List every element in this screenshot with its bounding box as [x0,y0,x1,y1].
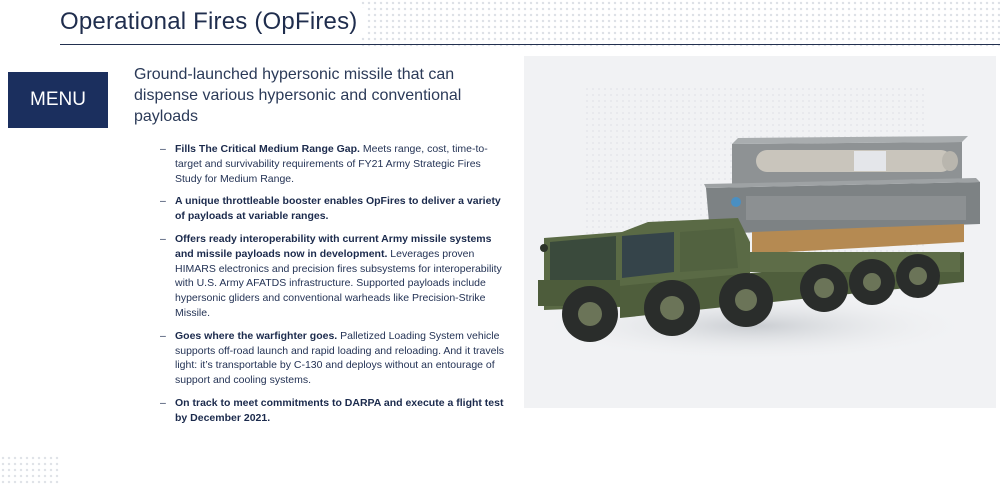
missile-canister-upper [732,136,968,184]
list-item: –On track to meet commitments to DARPA a… [160,396,510,426]
dash-icon: – [160,329,166,342]
dash-icon: – [160,396,166,409]
decorative-dot-pattern-left [0,455,60,485]
bullet-list: –Fills The Critical Medium Range Gap. Me… [160,142,510,434]
list-item: –Goes where the warfighter goes. Palleti… [160,329,510,388]
menu-button[interactable]: MENU [8,72,108,128]
dash-icon: – [160,143,166,155]
bullet-body-text: Leverages proven HIMARS electronics and … [175,247,502,319]
bullet-body-text: Meets range, cost, time-to-target and su… [175,143,488,185]
missile-canister-lower [704,178,980,234]
bullet-bold-text: Fills The Critical Medium Range Gap. [175,143,360,155]
dash-icon: – [160,232,166,245]
bullet-body-text: Palletized Loading System vehicle suppor… [175,329,505,387]
list-item: –Offers ready interoperability with curr… [160,232,510,321]
list-item: –A unique throttleable booster enables O… [160,194,510,224]
title-divider [60,44,1000,45]
bullet-bold-text: On track to meet commitments to DARPA an… [175,396,504,424]
list-item: –Fills The Critical Medium Range Gap. Me… [160,142,510,186]
bullet-bold-text: Goes where the warfighter goes. [175,329,338,342]
dash-icon: – [160,195,166,208]
page-title: Operational Fires (OpFires) [60,8,366,36]
intro-text: Ground-launched hypersonic missile that … [134,66,462,125]
bullet-bold-text: A unique throttleable booster enables Op… [175,195,501,223]
launcher-truck-image [524,56,996,408]
bullet-bold-text: Offers ready interoperability with curre… [175,232,492,260]
decorative-dot-pattern [360,0,1000,48]
